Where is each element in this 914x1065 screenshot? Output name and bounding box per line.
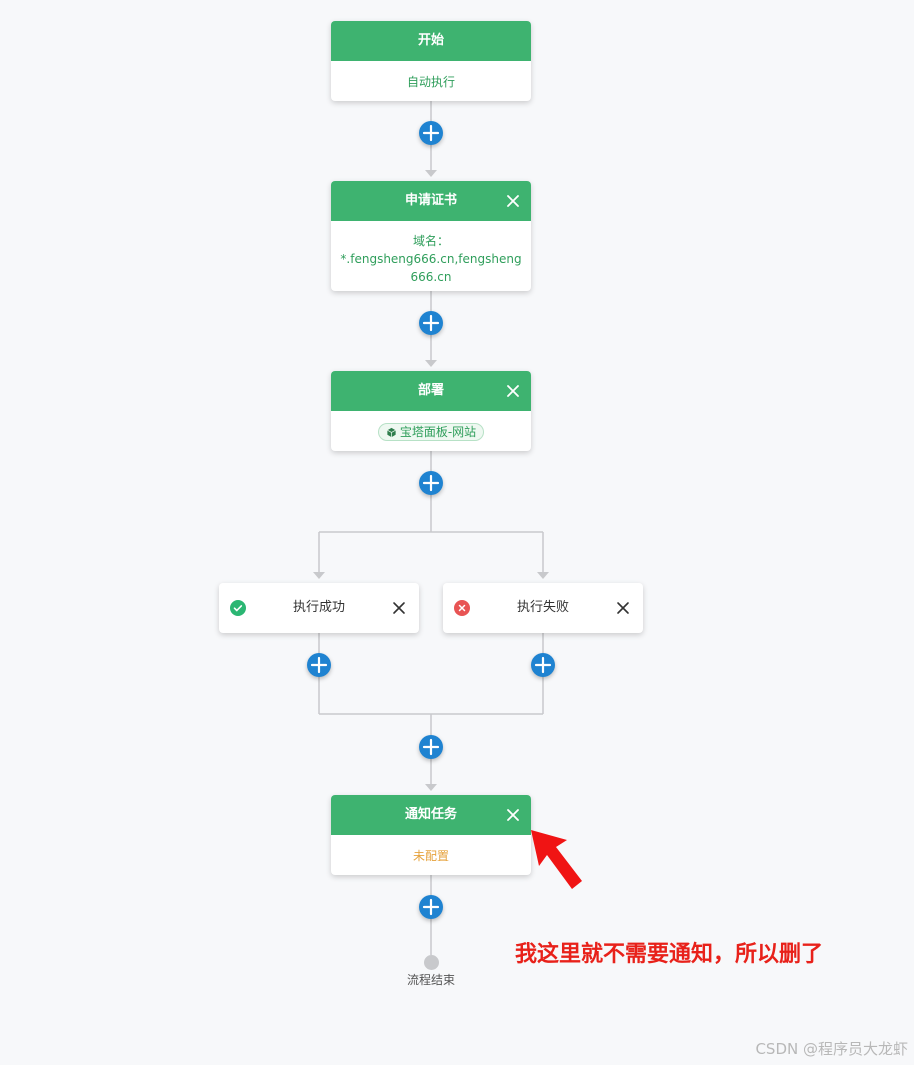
- deploy-node[interactable]: 部署 宝塔面板-网站: [331, 371, 531, 451]
- add-step-button[interactable]: [419, 471, 443, 495]
- watermark: CSDN @程序员大龙虾: [755, 1040, 908, 1058]
- plus-icon: [310, 656, 328, 674]
- plus-icon: [422, 124, 440, 142]
- add-step-button[interactable]: [419, 895, 443, 919]
- success-check-icon: [230, 600, 246, 616]
- domain-value: *.fengsheng666.cn,fengsheng666.cn: [340, 252, 522, 284]
- branch-success-label: 执行成功: [292, 600, 345, 615]
- start-node[interactable]: 开始 自动执行: [331, 21, 531, 101]
- flow-end-label: 流程结束: [406, 973, 455, 987]
- plus-icon: [422, 898, 440, 916]
- close-icon[interactable]: [391, 600, 407, 616]
- start-node-body: 自动执行: [406, 75, 455, 89]
- add-step-button[interactable]: [419, 121, 443, 145]
- add-step-button[interactable]: [419, 311, 443, 335]
- branch-failure[interactable]: 执行失败: [443, 583, 643, 633]
- branch-success[interactable]: 执行成功: [219, 583, 419, 633]
- apply-cert-node-title: 申请证书: [404, 193, 457, 208]
- apply-cert-node-body: 域名： *.fengsheng666.cn,fengsheng666.cn: [331, 221, 531, 291]
- domain-label: 域名：: [412, 234, 449, 248]
- close-icon[interactable]: [505, 383, 521, 399]
- start-node-title: 开始: [331, 21, 531, 61]
- notify-node[interactable]: 通知任务 未配置: [331, 795, 531, 875]
- deploy-target-tag: 宝塔面板-网站: [377, 423, 485, 441]
- deploy-node-title: 部署: [417, 383, 444, 398]
- plus-icon: [422, 738, 440, 756]
- close-icon[interactable]: [615, 600, 631, 616]
- add-step-button[interactable]: [531, 653, 555, 677]
- close-icon[interactable]: [505, 807, 521, 823]
- annotation-arrow-icon: [531, 830, 582, 889]
- plus-icon: [422, 314, 440, 332]
- annotation-text: 我这里就不需要通知，所以删了: [515, 942, 824, 967]
- add-step-button[interactable]: [419, 735, 443, 759]
- error-x-icon: [454, 600, 470, 616]
- notify-node-title: 通知任务: [404, 807, 457, 822]
- cube-icon: [387, 427, 396, 438]
- deploy-target-label: 宝塔面板-网站: [399, 425, 477, 439]
- apply-cert-node[interactable]: 申请证书 域名： *.fengsheng666.cn,fengsheng666.…: [331, 181, 531, 291]
- notify-node-status: 未配置: [412, 849, 449, 863]
- deploy-node-body: 宝塔面板-网站: [331, 411, 531, 451]
- plus-icon: [422, 474, 440, 492]
- deploy-node-header: 部署: [331, 371, 531, 411]
- apply-cert-node-header: 申请证书: [331, 181, 531, 221]
- flow-end-dot: [424, 955, 439, 970]
- branch-failure-label: 执行失败: [516, 600, 569, 615]
- close-icon[interactable]: [505, 193, 521, 209]
- plus-icon: [534, 656, 552, 674]
- notify-node-header: 通知任务: [331, 795, 531, 835]
- add-step-button[interactable]: [307, 653, 331, 677]
